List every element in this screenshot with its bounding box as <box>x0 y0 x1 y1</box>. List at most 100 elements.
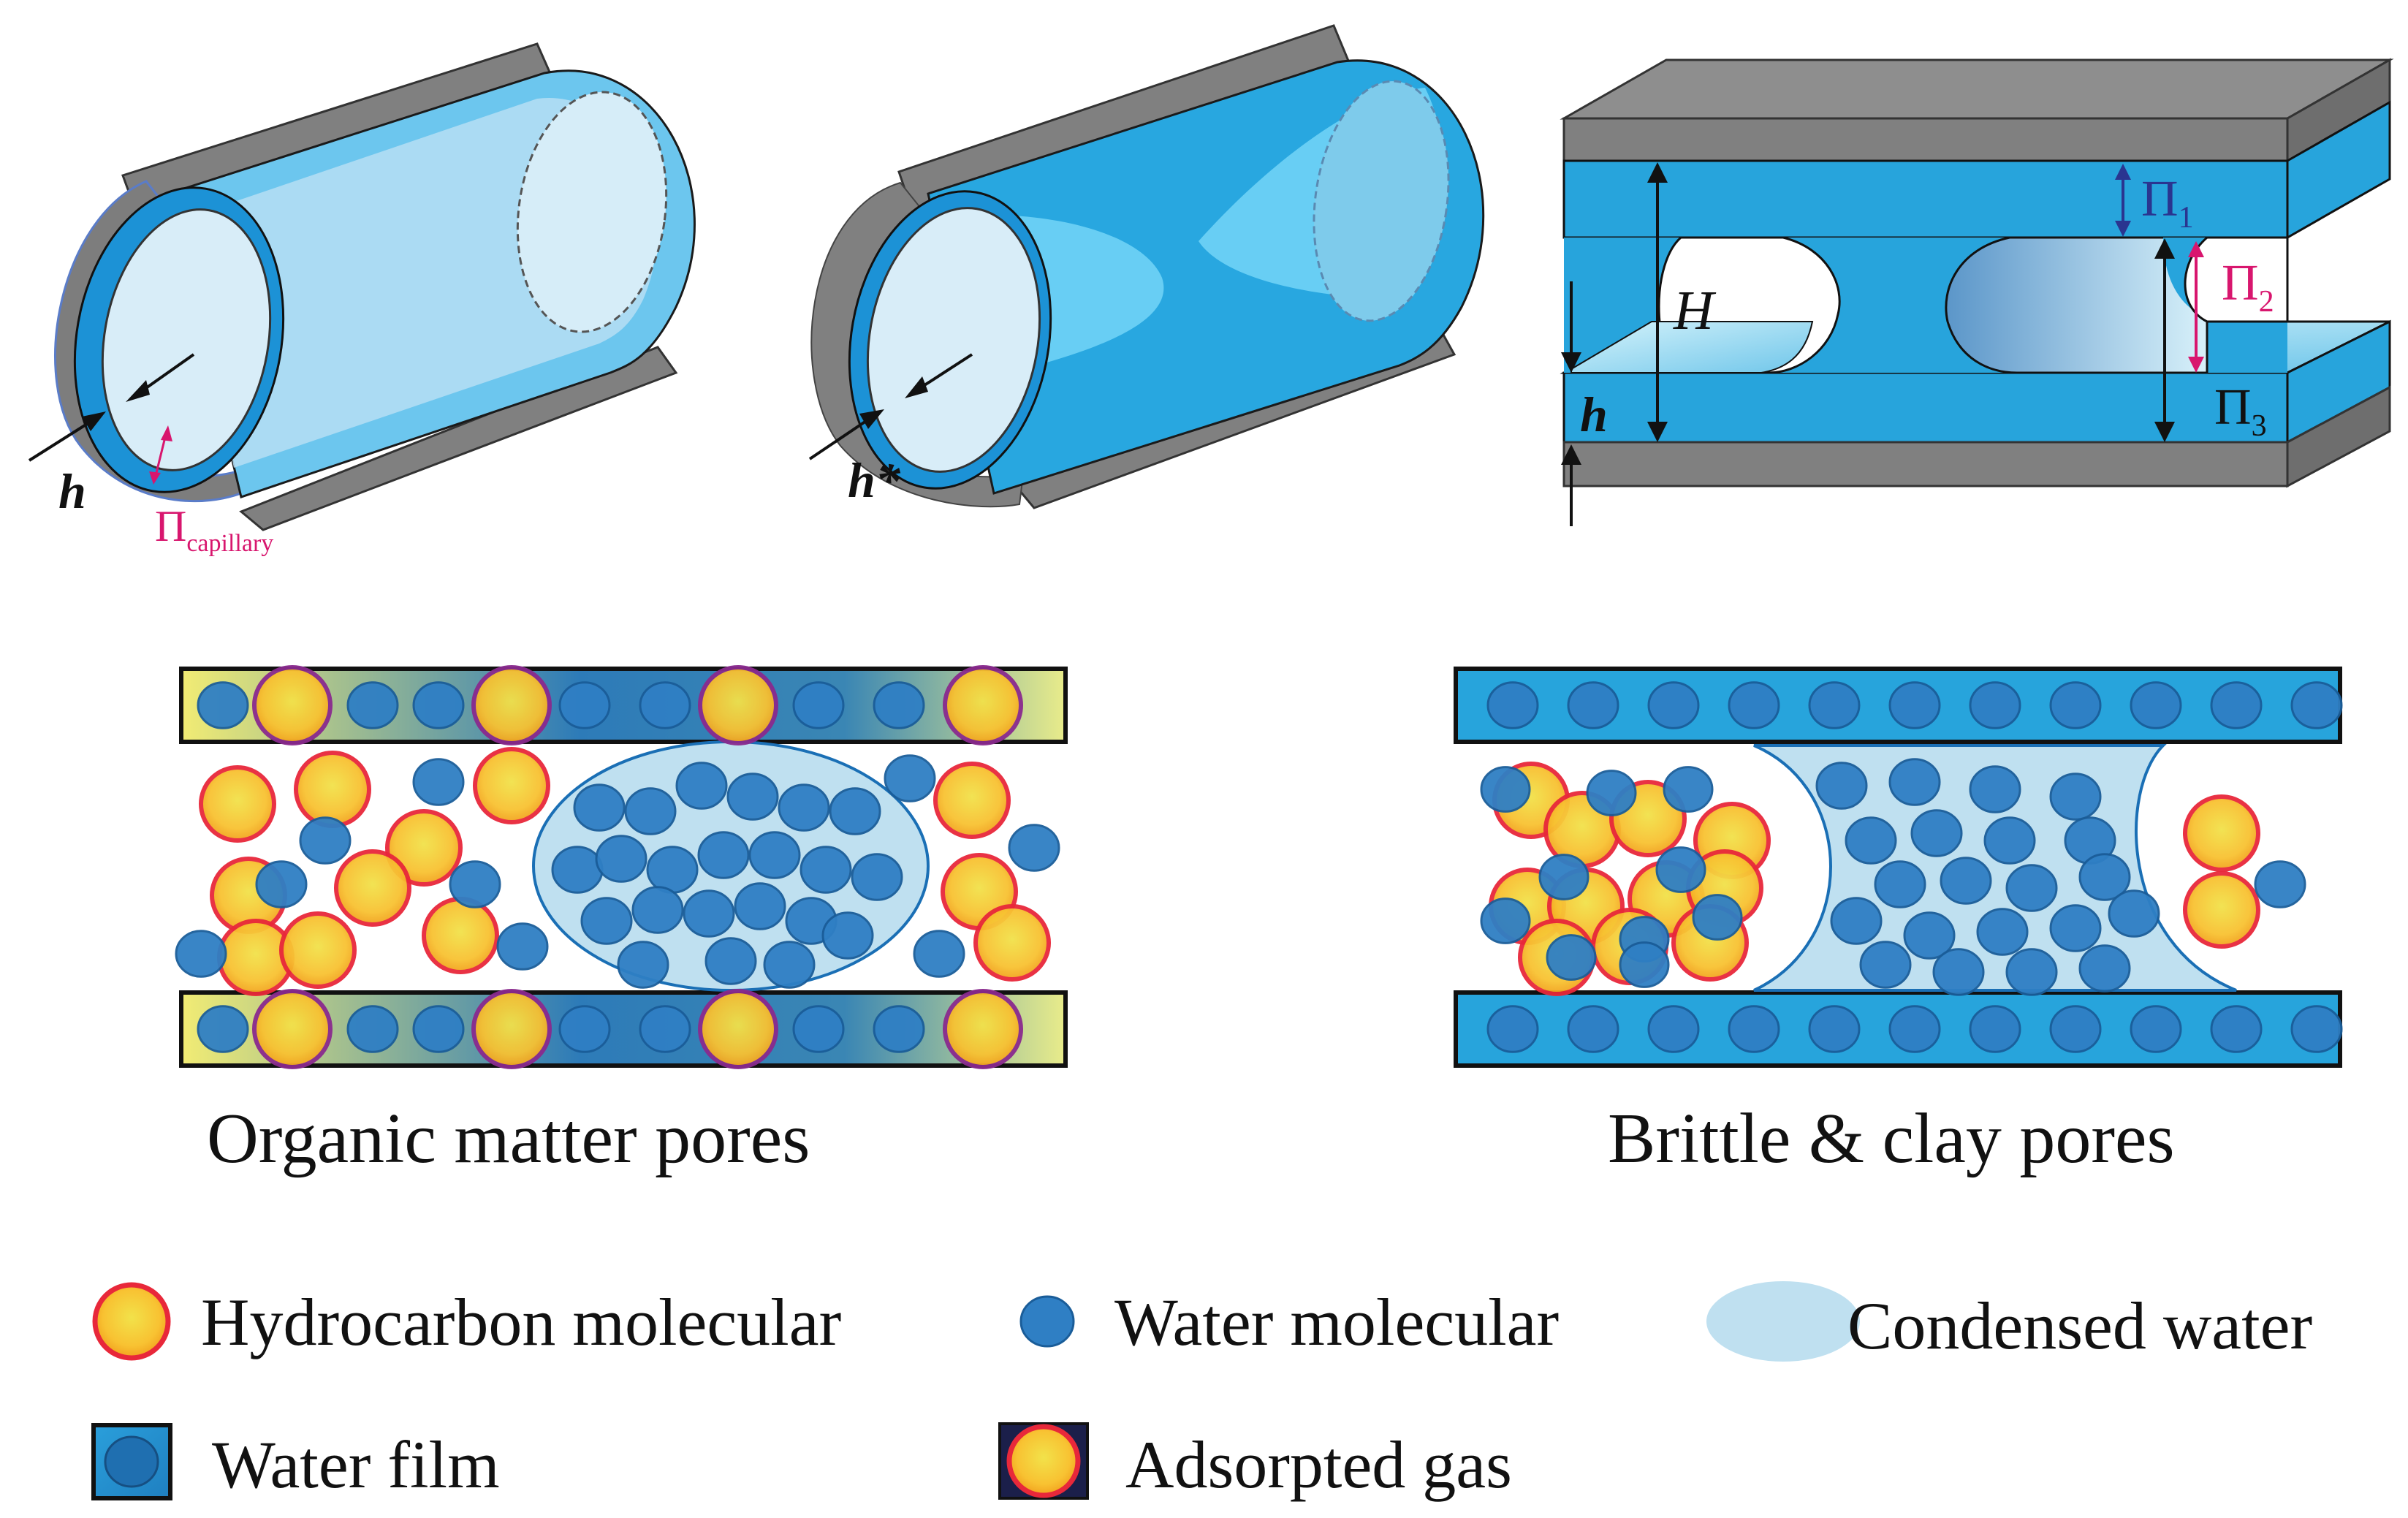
adsorbed-gas-molecule <box>943 665 1023 745</box>
brittle-clay-pore: Brittle & clay pores <box>1454 667 2343 1178</box>
radius-arrowhead <box>905 376 928 398</box>
water-molecule <box>1619 941 1670 988</box>
film-water-molecule <box>1567 1005 1619 1053</box>
h-arrowhead <box>82 411 106 431</box>
brittle-free-molecules <box>1480 758 2306 996</box>
water-molecule <box>2005 948 2058 996</box>
film-water-molecule <box>558 681 611 729</box>
water-molecule <box>675 762 728 810</box>
legend-item-adsorbed: Adsorpted gas <box>998 1422 1512 1502</box>
hydrocarbon-swatch <box>92 1282 171 1361</box>
pi2-subscript: 2 <box>2259 285 2274 319</box>
h-arrowhead-bottom <box>1561 444 1581 465</box>
adsorbed-gas-molecule <box>698 989 778 1069</box>
pi3-label: Π3 <box>2214 379 2267 443</box>
water-molecule <box>617 941 669 989</box>
film-water-molecule <box>2049 1005 2102 1053</box>
hydrocarbon-molecule <box>294 751 371 828</box>
water-molecule <box>2254 860 2306 908</box>
film-water-molecule <box>1728 681 1780 729</box>
water-molecule <box>851 853 903 901</box>
legend-film-label: Water film <box>212 1427 500 1502</box>
water-molecule <box>2049 773 2102 821</box>
hydrocarbon-molecule <box>422 897 499 974</box>
film-water-molecule <box>412 681 465 729</box>
slit-top-film-side <box>2286 100 2391 240</box>
water-molecule <box>1655 846 1706 893</box>
condensed-swatch <box>1706 1281 1860 1362</box>
water-molecule <box>175 930 227 978</box>
pi2-arrowhead-up <box>2188 241 2204 257</box>
legend-item-hydrocarbon: Hydrocarbon molecular <box>92 1282 841 1361</box>
water-molecule <box>1008 824 1060 872</box>
capillary-arrowhead-down <box>149 471 161 485</box>
film-water-molecule <box>1728 1005 1780 1053</box>
water-molecule <box>551 846 604 894</box>
water-molecule <box>1932 948 1985 996</box>
water-molecule <box>1546 934 1597 981</box>
water-molecule <box>1480 766 1531 813</box>
film-water-molecule <box>1888 1005 1941 1053</box>
h-arrowhead-top <box>1561 352 1581 373</box>
h-label: h <box>58 463 86 519</box>
water-molecule <box>1480 897 1531 944</box>
film-cylinder-pore: h* <box>808 24 1485 509</box>
water-molecule <box>2078 944 2131 993</box>
film-water-molecule <box>1888 681 1941 729</box>
water-molecule <box>1888 758 1941 806</box>
pi2-arrowhead-down <box>2188 357 2204 373</box>
water-molecule <box>778 783 830 832</box>
hydrocarbon-molecule <box>2183 871 2260 949</box>
water-swatch <box>1019 1295 1075 1348</box>
water-molecule <box>299 816 352 865</box>
slit-h-label: h <box>1580 387 1608 442</box>
film-water-molecule <box>1486 681 1539 729</box>
water-molecule <box>726 773 779 821</box>
film-water-molecule <box>2130 1005 2182 1053</box>
water-molecule <box>1586 770 1637 816</box>
hydrocarbon-molecule <box>473 747 550 824</box>
water-molecule <box>496 922 549 971</box>
water-molecule <box>449 860 501 908</box>
water-molecule <box>2108 889 2160 938</box>
water-molecule <box>763 941 816 989</box>
film-water-molecule <box>873 681 925 729</box>
capillary-arrowhead-up <box>161 425 172 441</box>
radius-arrowhead <box>126 380 150 402</box>
water-molecule <box>1815 762 1868 810</box>
adsorbed-gas-molecule <box>471 665 552 745</box>
tube-far-end <box>1313 80 1450 322</box>
water-molecule <box>1692 894 1743 941</box>
water-molecule <box>1983 816 2036 865</box>
water-molecule <box>1845 816 1897 865</box>
organic-free-molecules <box>175 747 1060 996</box>
film-water-molecule <box>792 681 845 729</box>
water-molecule <box>1969 765 2021 813</box>
adsorbed-gas-molecule <box>943 989 1023 1069</box>
water-molecule <box>1976 908 2029 956</box>
legend-adsorbed-label: Adsorpted gas <box>1125 1427 1512 1502</box>
adsorbed-gas-molecule <box>252 665 333 745</box>
pi1-label: Π1 <box>2141 171 2194 235</box>
water-molecule <box>595 835 647 883</box>
water-molecule <box>412 758 465 806</box>
legend-condensed-label: Condensed water <box>1847 1289 2312 1363</box>
water-molecule <box>799 846 852 894</box>
hydrocarbon-molecule <box>279 911 357 989</box>
hydrocarbon-molecule <box>933 762 1011 839</box>
hydrocarbon-molecule <box>334 849 411 927</box>
film-water-molecule <box>2210 1005 2263 1053</box>
film-water-molecule <box>197 1005 249 1053</box>
film-water-molecule <box>1486 1005 1539 1053</box>
H-arrowhead-down <box>1647 422 1668 442</box>
water-molecule <box>697 831 750 879</box>
capillary-cylinder-pore: h Πcapillary <box>28 42 696 557</box>
water-molecule <box>884 754 936 802</box>
water-molecule <box>580 897 633 945</box>
pi-capillary-subscript: capillary <box>186 530 273 557</box>
water-molecule <box>624 787 677 835</box>
film-water-molecule <box>2290 1005 2343 1053</box>
water-molecule <box>646 846 699 894</box>
pi1-subscript: 1 <box>2179 201 2194 235</box>
slit-bottom-film <box>1562 371 2289 444</box>
